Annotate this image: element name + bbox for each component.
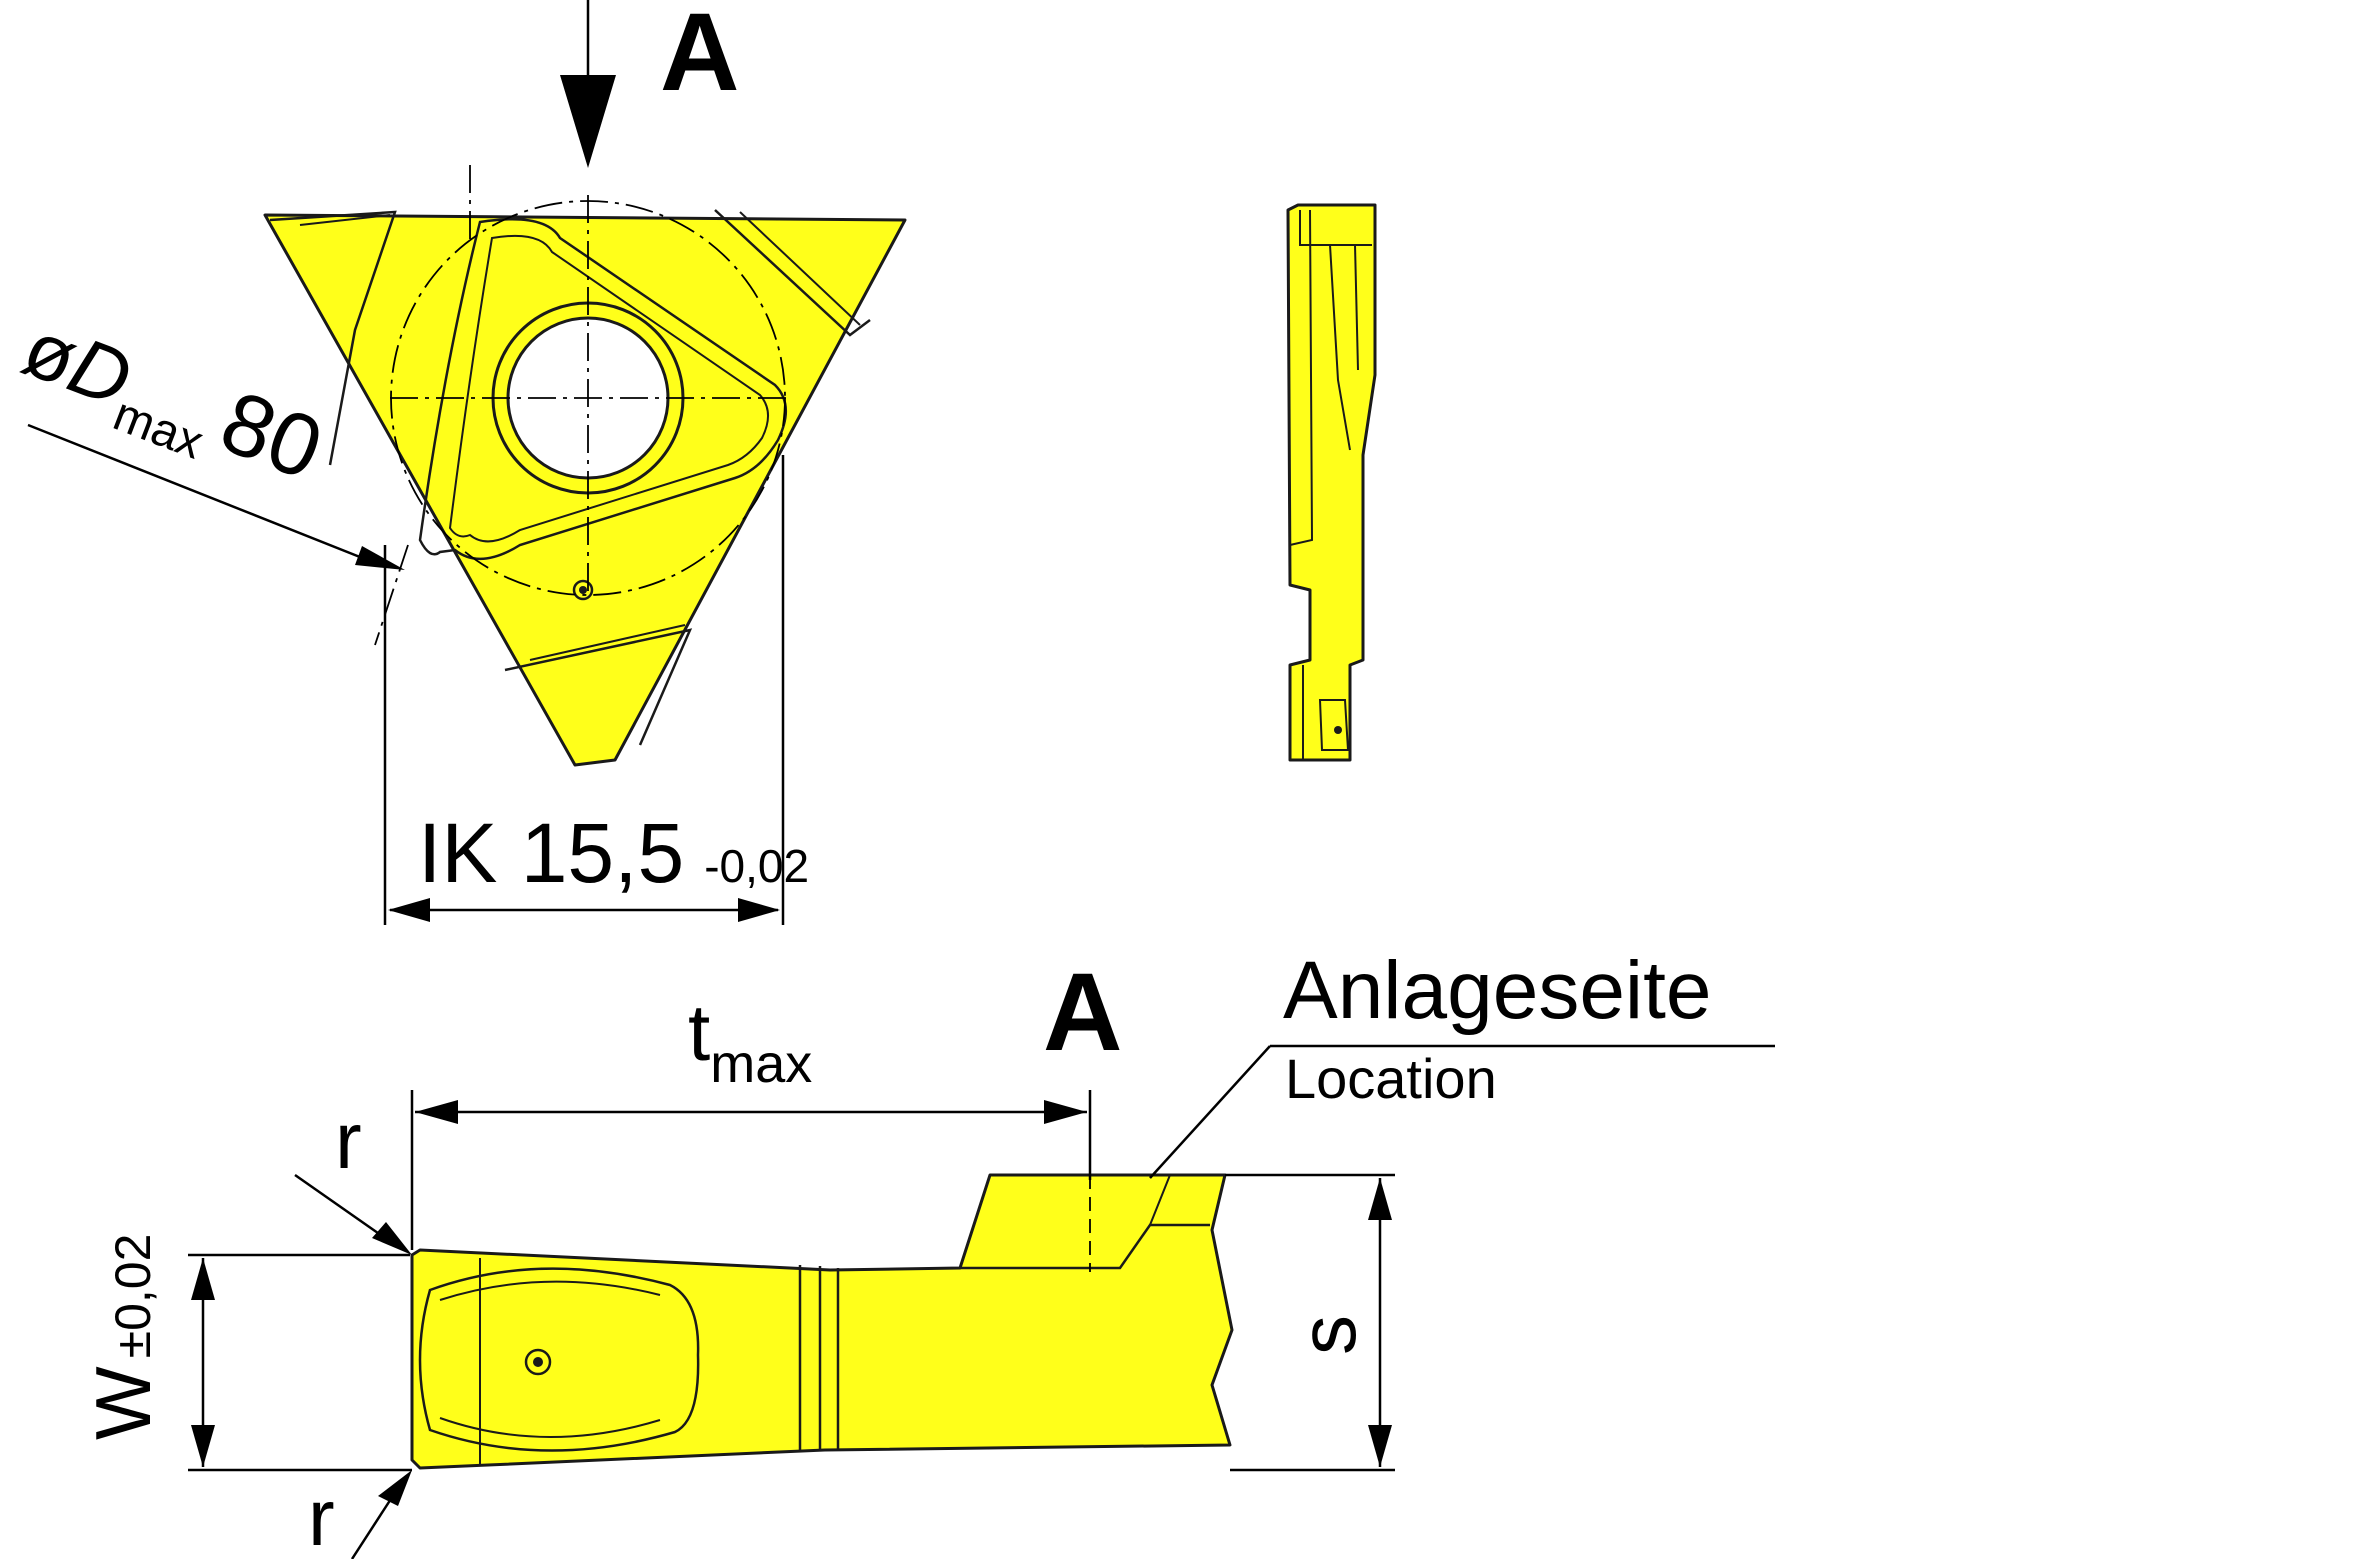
diameter-subscript: max [106, 388, 210, 470]
location-callout: Anlageseite Location [1149, 945, 1775, 1179]
svg-text:IK 15,5-0,02: IK 15,5 -0,02 [418, 806, 809, 900]
tmax-letter: t [688, 988, 710, 1077]
side-view-insert [1286, 203, 1377, 762]
radius-annotations: r r [294, 1096, 412, 1559]
anlageseite-label: Anlageseite [1283, 945, 1712, 1036]
w-dimension: W ±0,02 [79, 1234, 412, 1472]
w-tolerance: ±0,02 [105, 1234, 161, 1359]
svg-text:W±0,02: W ±0,02 [79, 1234, 167, 1440]
svg-text:tmax: tmax [688, 988, 812, 1094]
right-groove-edge [714, 209, 871, 337]
w-letter: W [79, 1366, 167, 1440]
ik-main-label: IK 15,5 [418, 806, 684, 900]
view-mark-a-top: A [660, 0, 739, 114]
location-label: Location [1285, 1047, 1497, 1110]
diameter-value: 80 [208, 371, 335, 499]
bottom-view-insert [410, 1173, 1234, 1470]
top-view-triangular-insert [263, 165, 907, 767]
ik-dimension: IK 15,5 -0,02 [383, 455, 809, 925]
clamp-seat-inner [448, 234, 769, 543]
side-view-body [1286, 203, 1377, 762]
view-arrow-a-top: A [560, 0, 739, 168]
bottom-view-body [410, 1173, 1234, 1470]
tmax-subscript: max [710, 1034, 812, 1094]
s-label: s [1283, 1315, 1372, 1355]
clamp-seat-outer [418, 217, 787, 561]
tmax-dimension: tmax [410, 988, 1092, 1250]
ik-tolerance: -0,02 [704, 840, 809, 892]
s-dimension: s [1225, 1173, 1395, 1472]
radius-label-top: r [335, 1096, 362, 1185]
view-mark-a-bottom: A [1043, 951, 1122, 1074]
front-nose-lobe [418, 1267, 700, 1452]
svg-text:øDmax80: øDmax80 [7, 295, 335, 509]
left-flank-edge [269, 210, 397, 466]
radius-label-bottom: r [308, 1473, 335, 1559]
lower-step-edge [504, 628, 693, 746]
